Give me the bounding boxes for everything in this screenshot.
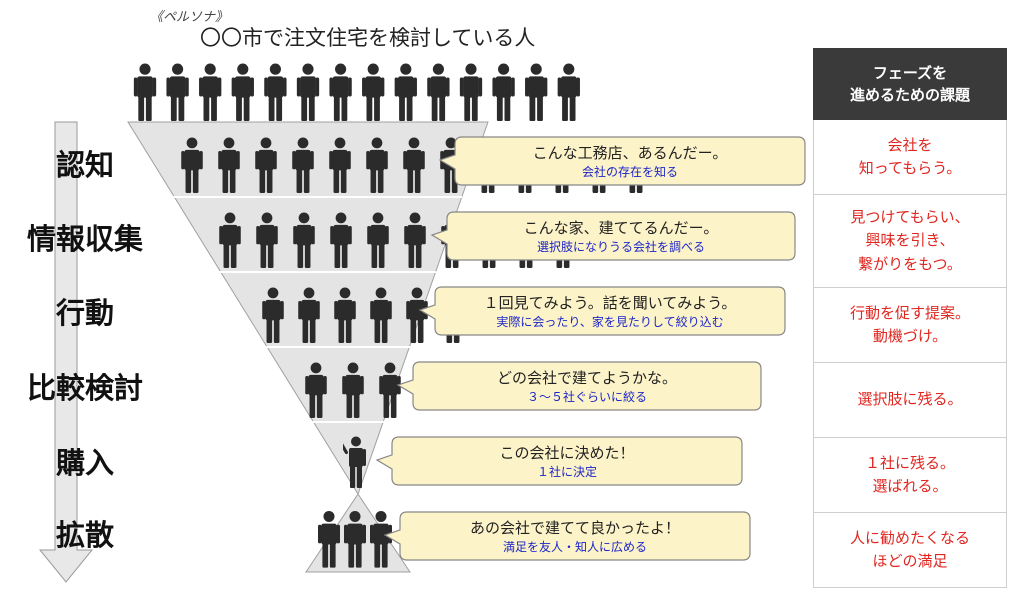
persona-person-icon bbox=[557, 63, 580, 121]
bubble-description: ３～５社ぐらいに絞る bbox=[527, 389, 647, 404]
speech-bubble: こんな家、建ててるんだー。選択肢になりうる会社を調べる bbox=[430, 211, 796, 261]
persona-person-icon bbox=[231, 63, 254, 121]
task-table: フェーズを 進めるための課題 会社を 知ってもらう。 見つけてもらい、 興味を引… bbox=[813, 48, 1007, 588]
persona-person-icon bbox=[264, 63, 287, 121]
stage-label-spread: 拡散 bbox=[55, 518, 114, 552]
flow-arrow bbox=[38, 121, 94, 583]
persona-person-icon bbox=[427, 63, 450, 121]
bubble-description: 実際に会ったり、家を見たりして絞り込む bbox=[496, 314, 723, 329]
task-table-header: フェーズを 進めるための課題 bbox=[813, 48, 1007, 120]
persona-person-icon bbox=[362, 63, 385, 121]
stage-label-action: 行動 bbox=[55, 296, 114, 330]
persona-person-icon bbox=[329, 63, 352, 121]
persona-person-icon bbox=[296, 63, 320, 121]
task-cell-action: 行動を促す提案。 動機づけ。 bbox=[813, 288, 1007, 363]
speech-bubble: あの会社で建てて良かったよ！ 満足を友人・知人に広める bbox=[383, 511, 751, 561]
stage-label-purchase: 購入 bbox=[55, 446, 114, 480]
stage-label-research: 情報収集 bbox=[26, 222, 143, 256]
bubble-description: １社に決定 bbox=[537, 464, 597, 479]
stage-label-compare: 比較検討 bbox=[26, 371, 143, 405]
bubble-quote: こんな工務店、あるんだー。 bbox=[533, 144, 728, 162]
persona-tag: 《ペルソナ》 bbox=[150, 10, 229, 25]
bubble-quote: こんな家、建ててるんだー。 bbox=[524, 219, 719, 237]
persona-person-icon bbox=[492, 63, 515, 121]
task-cell-spread: 人に勧めたくなる ほどの満足 bbox=[813, 513, 1007, 588]
persona-person-icon bbox=[525, 63, 548, 121]
task-cell-purchase: １社に残る。 選ばれる。 bbox=[813, 438, 1007, 513]
bubble-description: 満足を友人・知人に広める bbox=[503, 540, 647, 554]
persona-person-icon bbox=[394, 63, 417, 121]
speech-bubble: こんな工務店、あるんだー。会社の存在を知る bbox=[438, 136, 806, 186]
speech-bubble: どの会社で建てようかな。 ３～５社ぐらいに絞る bbox=[396, 361, 762, 411]
funnel-diagram: こんな工務店、あるんだー。会社の存在を知るこんな家、建ててるんだー。選択肢になり… bbox=[38, 63, 806, 583]
bubble-quote: １回見てみよう。話を聞いてみよう。 bbox=[484, 294, 737, 312]
persona-person-icon bbox=[133, 63, 157, 121]
task-cell-research: 見つけてもらい、 興味を引き、 繋がりをもつ。 bbox=[813, 195, 1007, 288]
bubble-quote: この会社に決めた！ bbox=[499, 444, 634, 462]
persona-person-icon bbox=[459, 63, 483, 121]
stage-label-awareness: 認知 bbox=[55, 148, 114, 182]
task-cell-awareness: 会社を 知ってもらう。 bbox=[813, 120, 1007, 195]
bubble-layer: こんな工務店、あるんだー。会社の存在を知るこんな家、建ててるんだー。選択肢になり… bbox=[375, 136, 806, 561]
bubble-description: 会社の存在を知る bbox=[582, 164, 678, 179]
bubble-quote: どの会社で建てようかな。 bbox=[497, 369, 677, 387]
speech-bubble: この会社に決めた！ １社に決定 bbox=[375, 436, 743, 486]
persona-title: 〇〇市で注文住宅を検討している人 bbox=[200, 26, 536, 50]
task-cell-compare: 選択肢に残る。 bbox=[813, 363, 1007, 438]
persona-person-icon bbox=[199, 63, 222, 121]
persona-person-icon bbox=[166, 63, 189, 121]
speech-bubble: １回見てみよう。話を聞いてみよう。実際に会ったり、家を見たりして絞り込む bbox=[418, 286, 786, 336]
bubble-description: 選択肢になりうる会社を調べる bbox=[537, 239, 705, 254]
bubble-quote: あの会社で建てて良かったよ！ bbox=[470, 519, 680, 537]
